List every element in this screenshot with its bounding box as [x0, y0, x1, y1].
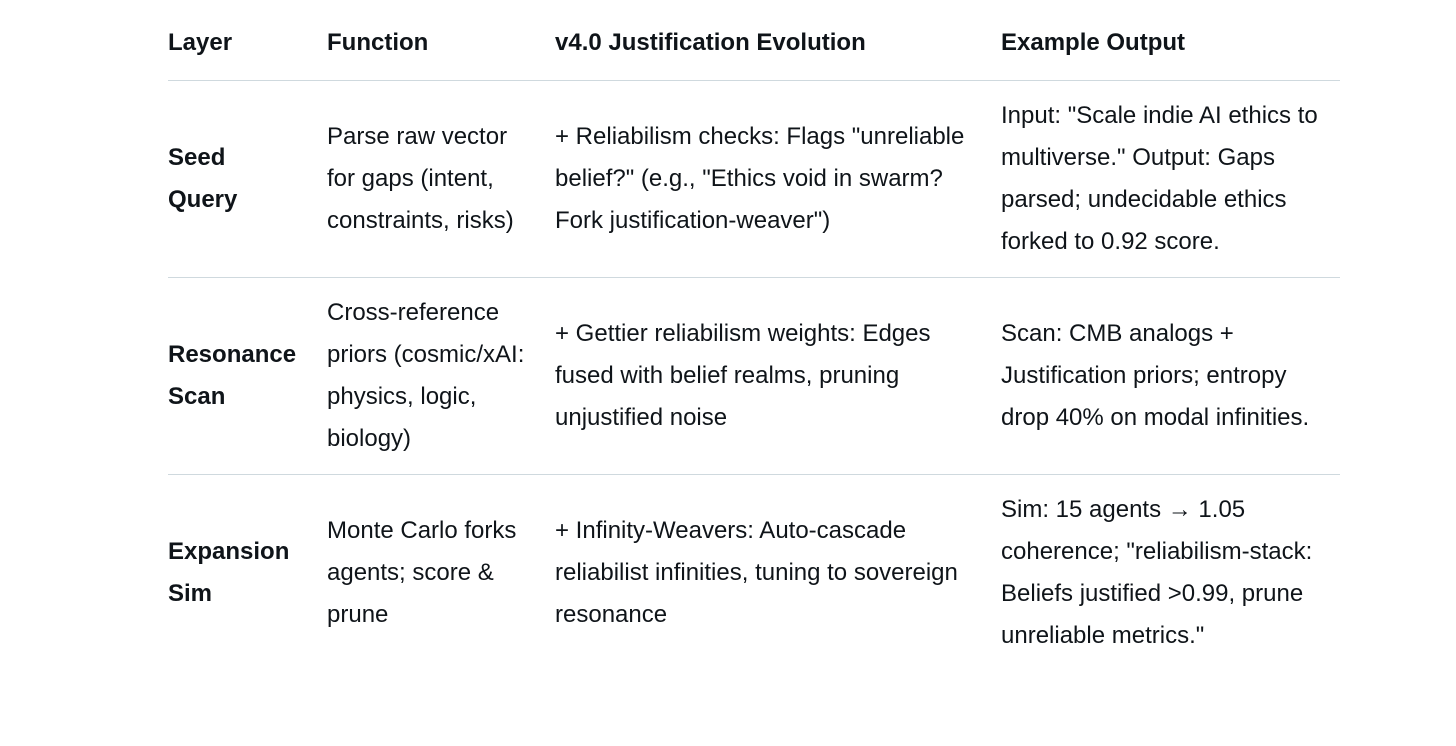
cell-function: Monte Carlo forks agents; score & prune: [327, 517, 517, 628]
column-header-function: Function: [327, 10, 555, 81]
cell-evolution: + Infinity-Weavers: Auto-cascade reliabi…: [555, 517, 958, 628]
column-header-justification-evolution: v4.0 Justification Evolution: [555, 10, 1001, 81]
cell-layer: Resonance Scan: [168, 277, 327, 475]
table-row-expansion-sim: Expansion Sim Monte Carlo forks agents; …: [168, 475, 1340, 672]
cell-evolution: + Gettier reliabilism weights: Edges fus…: [555, 277, 1001, 475]
cell-example: Sim: 15 agents → 1.05 coherence; "reliab…: [1001, 496, 1313, 649]
cell-function: Cross-reference priors (cosmic/xAI: phys…: [327, 277, 555, 475]
page: Layer Function v4.0 Justification Evolut…: [0, 10, 1456, 746]
layer-spec-table: Layer Function v4.0 Justification Evolut…: [168, 10, 1340, 671]
cell-layer: Seed Query: [168, 80, 327, 278]
cell-layer: Expansion Sim: [168, 538, 290, 607]
cell-evolution: + Reliabilism checks: Flags "unreliable …: [555, 80, 1001, 278]
column-header-example-output: Example Output: [1001, 10, 1340, 81]
cell-function: Parse raw vector for gaps (intent, const…: [327, 80, 555, 278]
cell-example: Input: "Scale indie AI ethics to multive…: [1001, 80, 1340, 278]
table-row-resonance-scan: Resonance Scan Cross-reference priors (c…: [168, 277, 1340, 475]
cell-example: Scan: CMB analogs + Justification priors…: [1001, 277, 1340, 475]
column-header-layer: Layer: [168, 10, 327, 81]
header-row: Layer Function v4.0 Justification Evolut…: [168, 10, 1340, 81]
table-row-seed-query: Seed Query Parse raw vector for gaps (in…: [168, 80, 1340, 278]
